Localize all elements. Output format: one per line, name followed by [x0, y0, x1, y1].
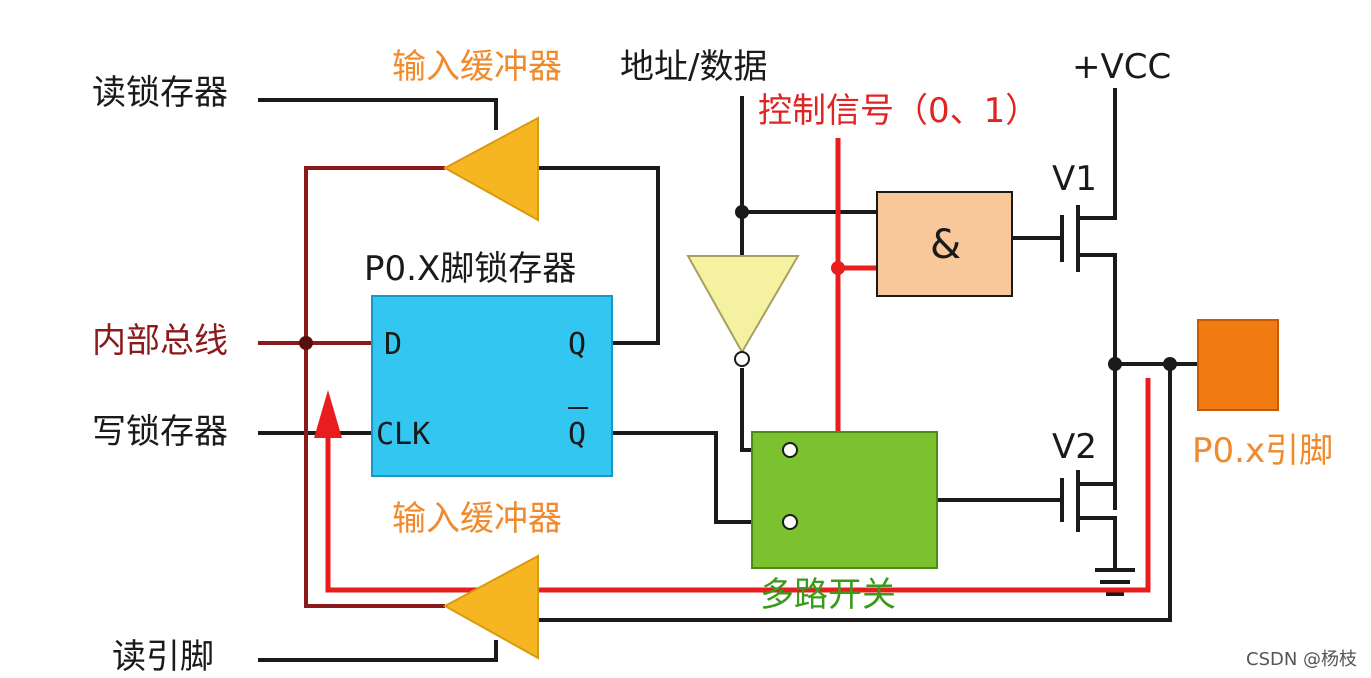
- label-v2: V2: [1052, 427, 1097, 467]
- label-read-latch: 读锁存器: [92, 73, 228, 113]
- label-control-signal: 控制信号（0、1）: [758, 91, 1039, 131]
- watermark: CSDN @杨枝: [1246, 649, 1357, 670]
- inverter: [686, 255, 800, 355]
- label-latch-title: P0.X脚锁存器: [364, 249, 576, 289]
- and-gate: [876, 191, 1013, 297]
- label-vcc: +VCC: [1072, 47, 1171, 87]
- mux-contact-top: [782, 442, 798, 458]
- v1-source: [1078, 253, 1117, 510]
- label-internal-bus: 内部总线: [92, 321, 228, 361]
- junction-control: [831, 261, 845, 275]
- wire-pin-feedback: [538, 364, 1172, 622]
- label-input-buffer-top: 输入缓冲器: [392, 47, 562, 87]
- junction-pin: [1163, 357, 1177, 371]
- junction-output: [1108, 357, 1122, 371]
- label-and-symbol: &: [930, 222, 961, 268]
- label-mux: 多路开关: [760, 575, 896, 615]
- label-address-data: 地址/数据: [620, 47, 767, 87]
- label-d: D: [384, 327, 402, 362]
- v2-source: [1078, 516, 1117, 568]
- mux-box: [751, 431, 938, 569]
- junction-address: [735, 205, 749, 219]
- wire-q-feedback: [538, 166, 660, 345]
- label-read-pin: 读引脚: [112, 637, 214, 677]
- label-qbar: Q: [568, 417, 586, 452]
- label-pin: P0.x引脚: [1192, 431, 1333, 471]
- label-write-latch: 写锁存器: [92, 412, 228, 452]
- bus-wires: [258, 166, 445, 608]
- junction-bus: [299, 336, 313, 350]
- wire-read-latch: [258, 98, 498, 130]
- label-clk: CLK: [376, 417, 430, 452]
- label-input-buffer-bottom: 输入缓冲器: [392, 499, 562, 539]
- red-read-path: [325, 378, 1151, 593]
- v1-drain: [1078, 88, 1117, 220]
- wire-read-pin: [258, 640, 498, 662]
- label-v1: V1: [1052, 159, 1097, 199]
- input-buffer-bottom: [442, 554, 539, 660]
- red-signal-path: [314, 138, 1151, 593]
- mux-contact-bottom: [782, 514, 798, 530]
- pin-block: [1197, 319, 1279, 411]
- black-wires: [258, 88, 1198, 662]
- red-arrowhead: [314, 390, 342, 438]
- latch-box: [371, 295, 613, 477]
- inverter-bubble: [734, 351, 750, 367]
- wire-bus-top: [304, 166, 445, 608]
- input-buffer-top: [442, 116, 539, 222]
- label-q: Q: [568, 327, 586, 362]
